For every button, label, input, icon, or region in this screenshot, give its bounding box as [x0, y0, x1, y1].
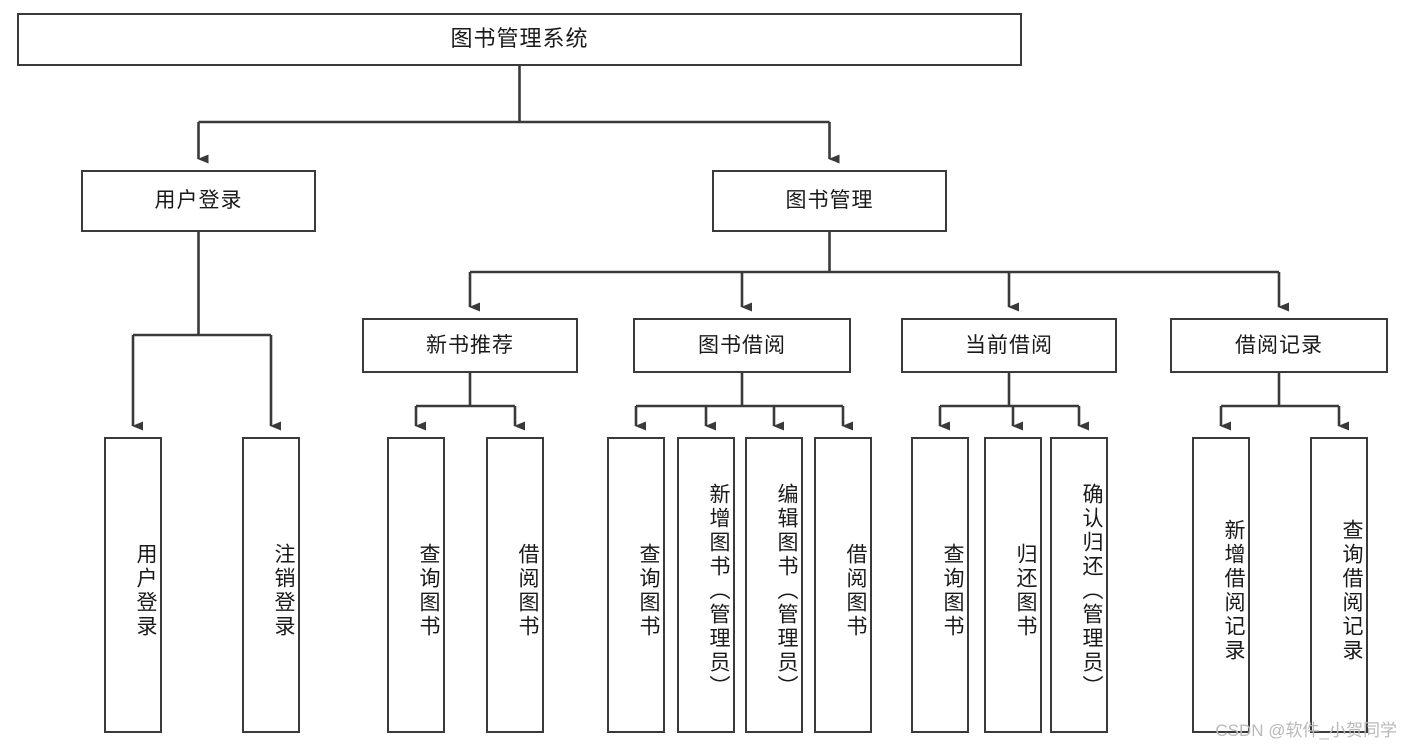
node-leaf-user-login[interactable]: 用户登录: [104, 437, 162, 733]
node-label: 借阅图书: [844, 543, 867, 639]
node-leaf-cb-query[interactable]: 查询图书: [911, 437, 969, 733]
node-label: 图书借阅: [698, 333, 786, 357]
watermark-label: CSDN @软件_小贺同学: [1215, 721, 1397, 740]
node-label: 编辑图书（管理员）: [775, 483, 798, 699]
node-label: 新增借阅记录: [1222, 519, 1245, 663]
node-leaf-nb-query[interactable]: 查询图书: [387, 437, 445, 733]
node-label: 当前借阅: [965, 333, 1053, 357]
node-label: 图书管理: [785, 189, 874, 213]
node-leaf-br-query[interactable]: 查询借阅记录: [1310, 437, 1368, 733]
node-label: 新增图书（管理员）: [707, 483, 730, 699]
node-book-manage[interactable]: 图书管理: [712, 170, 947, 232]
node-label: 借阅图书: [516, 543, 539, 639]
node-leaf-bb-add[interactable]: 新增图书（管理员）: [677, 437, 735, 733]
node-label: 注销登录: [272, 543, 295, 639]
node-label: 新书推荐: [426, 333, 514, 357]
node-current-borrow[interactable]: 当前借阅: [901, 318, 1117, 373]
node-label: 图书管理系统: [450, 26, 589, 52]
node-leaf-cb-return[interactable]: 归还图书: [984, 437, 1042, 733]
node-new-book-rec[interactable]: 新书推荐: [362, 318, 578, 373]
node-label: 查询图书: [941, 543, 964, 639]
node-borrow-record[interactable]: 借阅记录: [1170, 318, 1388, 373]
node-label: 归还图书: [1014, 543, 1037, 639]
node-label: 查询图书: [417, 543, 440, 639]
node-leaf-br-add[interactable]: 新增借阅记录: [1192, 437, 1250, 733]
node-leaf-cb-confirm[interactable]: 确认归还（管理员）: [1050, 437, 1108, 733]
node-user-login[interactable]: 用户登录: [81, 170, 316, 232]
node-label: 用户登录: [154, 189, 243, 213]
node-label: 借阅记录: [1235, 333, 1323, 357]
node-label: 用户登录: [134, 543, 157, 639]
node-label: 查询图书: [637, 543, 660, 639]
node-root[interactable]: 图书管理系统: [17, 13, 1022, 66]
node-leaf-bb-borrow[interactable]: 借阅图书: [814, 437, 872, 733]
node-leaf-bb-query[interactable]: 查询图书: [607, 437, 665, 733]
node-leaf-logout[interactable]: 注销登录: [242, 437, 300, 733]
node-book-borrow[interactable]: 图书借阅: [633, 318, 851, 373]
node-label: 查询借阅记录: [1340, 519, 1363, 663]
node-leaf-nb-borrow[interactable]: 借阅图书: [486, 437, 544, 733]
node-label: 确认归还（管理员）: [1080, 483, 1103, 699]
node-leaf-bb-edit[interactable]: 编辑图书（管理员）: [745, 437, 803, 733]
